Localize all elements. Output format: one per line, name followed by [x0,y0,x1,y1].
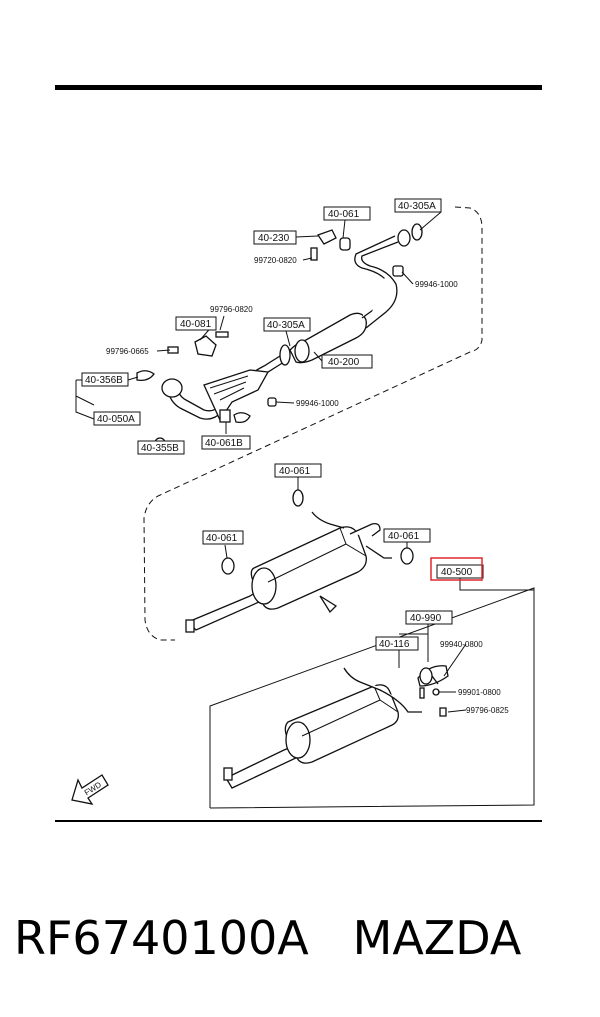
svg-text:40-061: 40-061 [328,209,360,220]
callout-40-050A: 40-050A [93,411,141,426]
callout-40-200: 40-200 [321,354,373,369]
rear-muffler-upper [185,489,414,633]
svg-text:40-050A: 40-050A [97,414,135,425]
bolt-99796-0665: 99796-0665 [106,347,149,356]
top-rule [55,85,542,90]
svg-text:40-230: 40-230 [258,233,290,244]
part-number: RF6740100A [14,911,309,965]
callout-40-061-c: 40-061 [274,463,322,478]
bolt-99940-0800: 99940-0800 [440,640,483,649]
dashed-outline-front [143,206,483,641]
leader-lines [75,211,534,713]
callout-40-305A-top: 40-305A [394,198,442,213]
callout-40-061-top: 40-061 [323,206,371,221]
svg-text:40-116: 40-116 [379,639,410,650]
callout-40-356B: 40-356B [81,372,129,387]
svg-text:40-355B: 40-355B [141,443,179,454]
part-caption: RF6740100A MAZDA [14,908,594,968]
highlight-box-40-500 [430,557,483,581]
svg-text:40-061: 40-061 [388,531,420,542]
callout-40-061-e: 40-061 [383,528,431,543]
svg-text:40-305A: 40-305A [267,320,305,331]
bolt-99720-0820: 99720-0820 [254,256,297,265]
callout-40-061B: 40-061B [201,435,251,450]
svg-text:40-081: 40-081 [180,319,212,330]
callout-40-500: 40-500 [436,564,484,579]
svg-text:40-061: 40-061 [279,466,311,477]
bolt-99946-1000-b: 99946-1000 [296,399,339,408]
svg-text:40-356B: 40-356B [85,375,123,386]
callout-40-116: 40-116 [375,636,419,651]
svg-text:40-990: 40-990 [410,613,442,624]
front-pipe-assembly [136,223,423,449]
bolt-99901-0800: 99901-0800 [458,688,501,697]
svg-text:40-200: 40-200 [328,357,360,368]
callout-40-061-d: 40-061 [202,530,244,545]
callout-40-990: 40-990 [405,610,453,625]
svg-text:40-500: 40-500 [441,567,473,578]
svg-text:40-061B: 40-061B [205,438,243,449]
svg-text:40-061: 40-061 [206,533,238,544]
bolt-99946-1000-a: 99946-1000 [415,280,458,289]
callout-40-230: 40-230 [253,230,297,245]
brand-name: MAZDA [352,911,522,965]
callout-40-305A-mid: 40-305A [263,317,311,332]
svg-text:40-305A: 40-305A [398,201,436,212]
fwd-arrow-icon: FWD [71,774,109,805]
rear-muffler-lower [209,587,535,809]
bolt-99796-0820: 99796-0820 [210,305,253,314]
callout-40-355B: 40-355B [137,440,185,455]
callout-40-081: 40-081 [175,316,217,331]
bolt-99796-0825: 99796-0825 [466,706,509,715]
bottom-rule [55,820,542,822]
